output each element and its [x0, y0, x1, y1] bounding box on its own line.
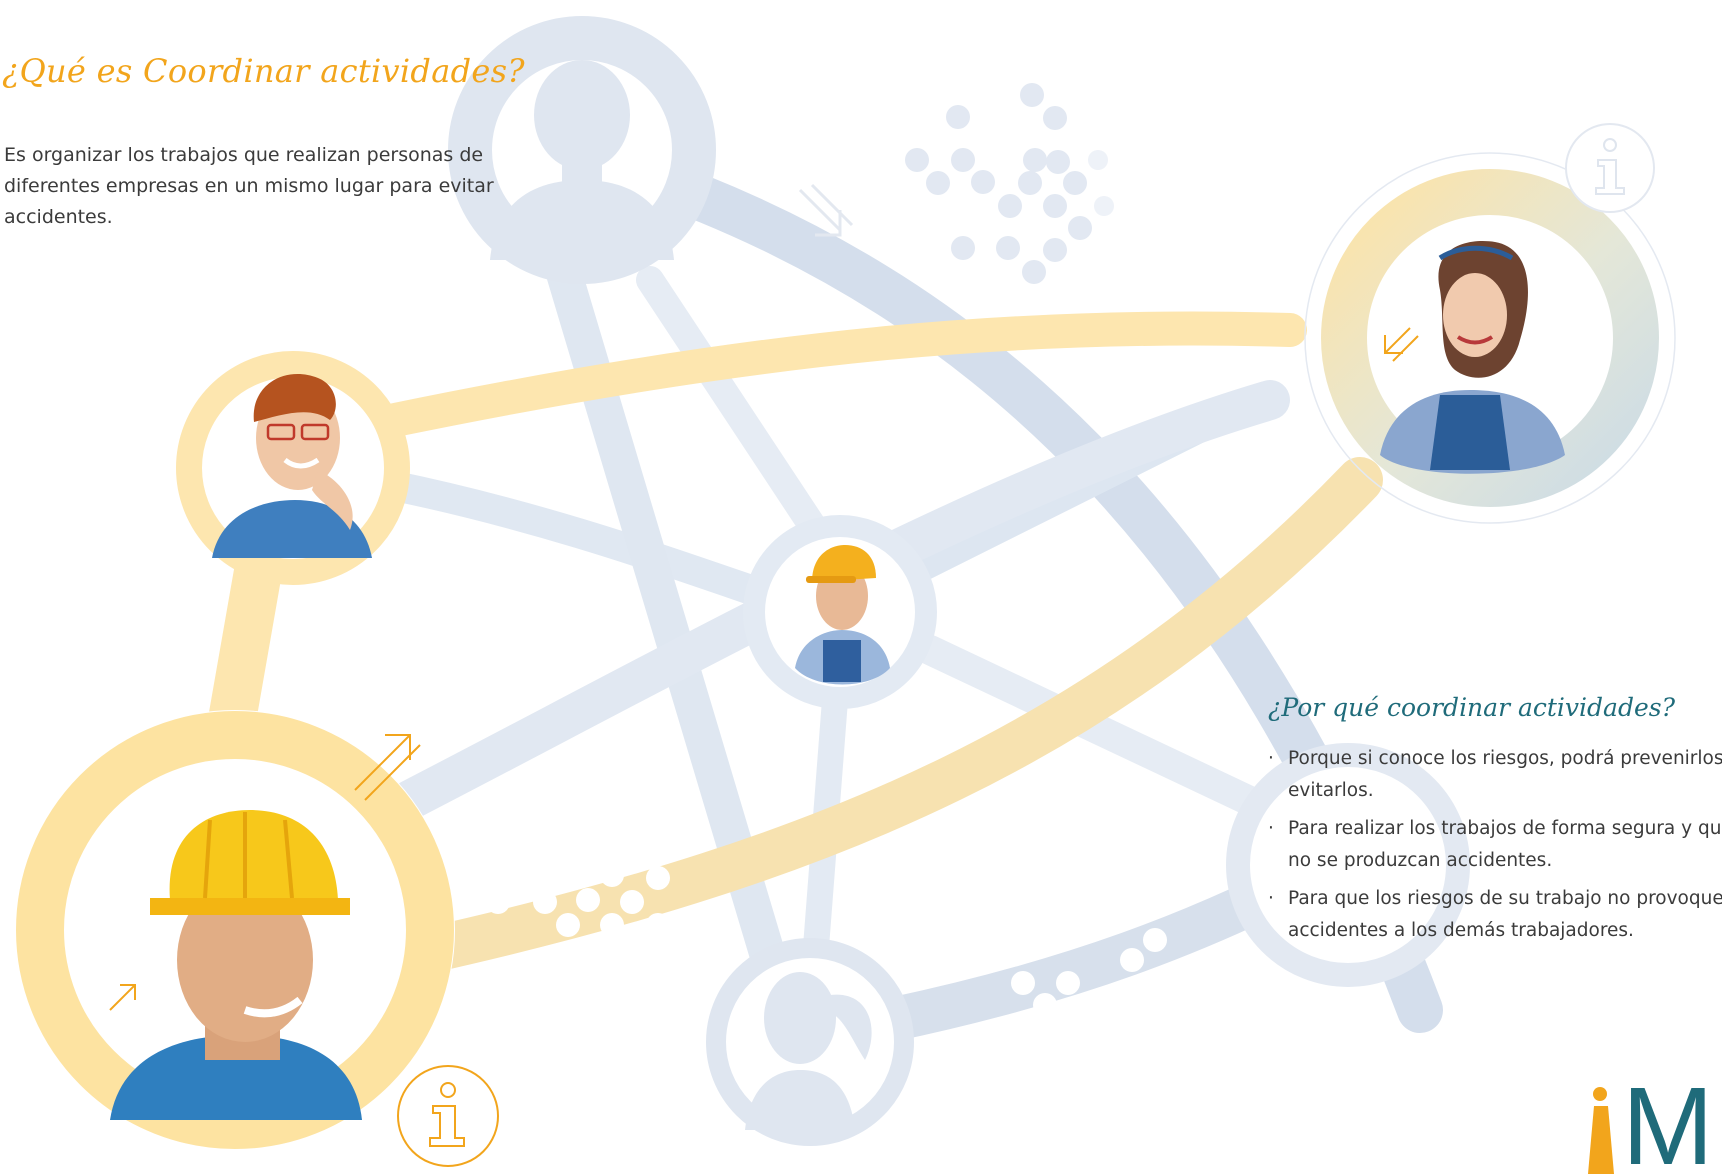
- person-silhouette-icon: [490, 60, 674, 260]
- node-woman: [1304, 152, 1676, 524]
- reason-text: Para realizar los trabajos de forma segu…: [1288, 818, 1722, 871]
- reason-text: Para que los riesgos de su trabajo no pr…: [1288, 888, 1722, 941]
- arrow-icon: [109, 734, 421, 1011]
- logo-letter: M: [1622, 1072, 1714, 1174]
- worker-helmet-icon: [110, 810, 362, 1120]
- arrow-icon: [798, 183, 854, 237]
- node-worker-center: [743, 515, 937, 709]
- list-item: Para realizar los trabajos de forma segu…: [1268, 813, 1722, 877]
- band-engineer-to-woman-yellow: [378, 311, 1307, 437]
- intro-text: Es organizar los trabajos que realizan p…: [4, 144, 494, 228]
- node-silhouette-girl: [706, 938, 914, 1146]
- reason-text: Porque si conoce los riesgos, podrá prev…: [1288, 748, 1722, 801]
- info-icon[interactable]: [397, 1065, 499, 1167]
- dot-cluster-top: [905, 83, 1114, 284]
- section-title-why: ¿Por qué coordinar actividades?: [1268, 693, 1675, 722]
- info-icon: [1565, 123, 1655, 213]
- node-silhouette-top: [448, 16, 716, 284]
- list-item: Para que los riesgos de su trabajo no pr…: [1268, 883, 1722, 947]
- page-title: ¿Qué es Coordinar actividades?: [2, 52, 525, 90]
- arrow-icon: [1384, 327, 1419, 362]
- ponytail-silhouette-icon: [745, 972, 872, 1130]
- worker-helmet-icon: [795, 545, 890, 685]
- node-engineer: [176, 351, 410, 585]
- engineer-avatar: [212, 374, 372, 558]
- band-silhouette-to-hub: [636, 266, 849, 574]
- band-worker-to-woman-yellow: [407, 457, 1383, 973]
- list-item: Porque si conoce los riesgos, podrá prev…: [1268, 743, 1722, 807]
- node-worker-helmet: [15, 710, 455, 1150]
- logo: [1588, 1087, 1614, 1174]
- dot-cluster-bottom-right: [1011, 928, 1192, 1017]
- woman-avatar: [1380, 241, 1565, 474]
- reason-list: Porque si conoce los riesgos, podrá prev…: [1268, 743, 1722, 953]
- band-hub-right: [915, 635, 1305, 835]
- dot-cluster-bottom-left: [463, 863, 670, 982]
